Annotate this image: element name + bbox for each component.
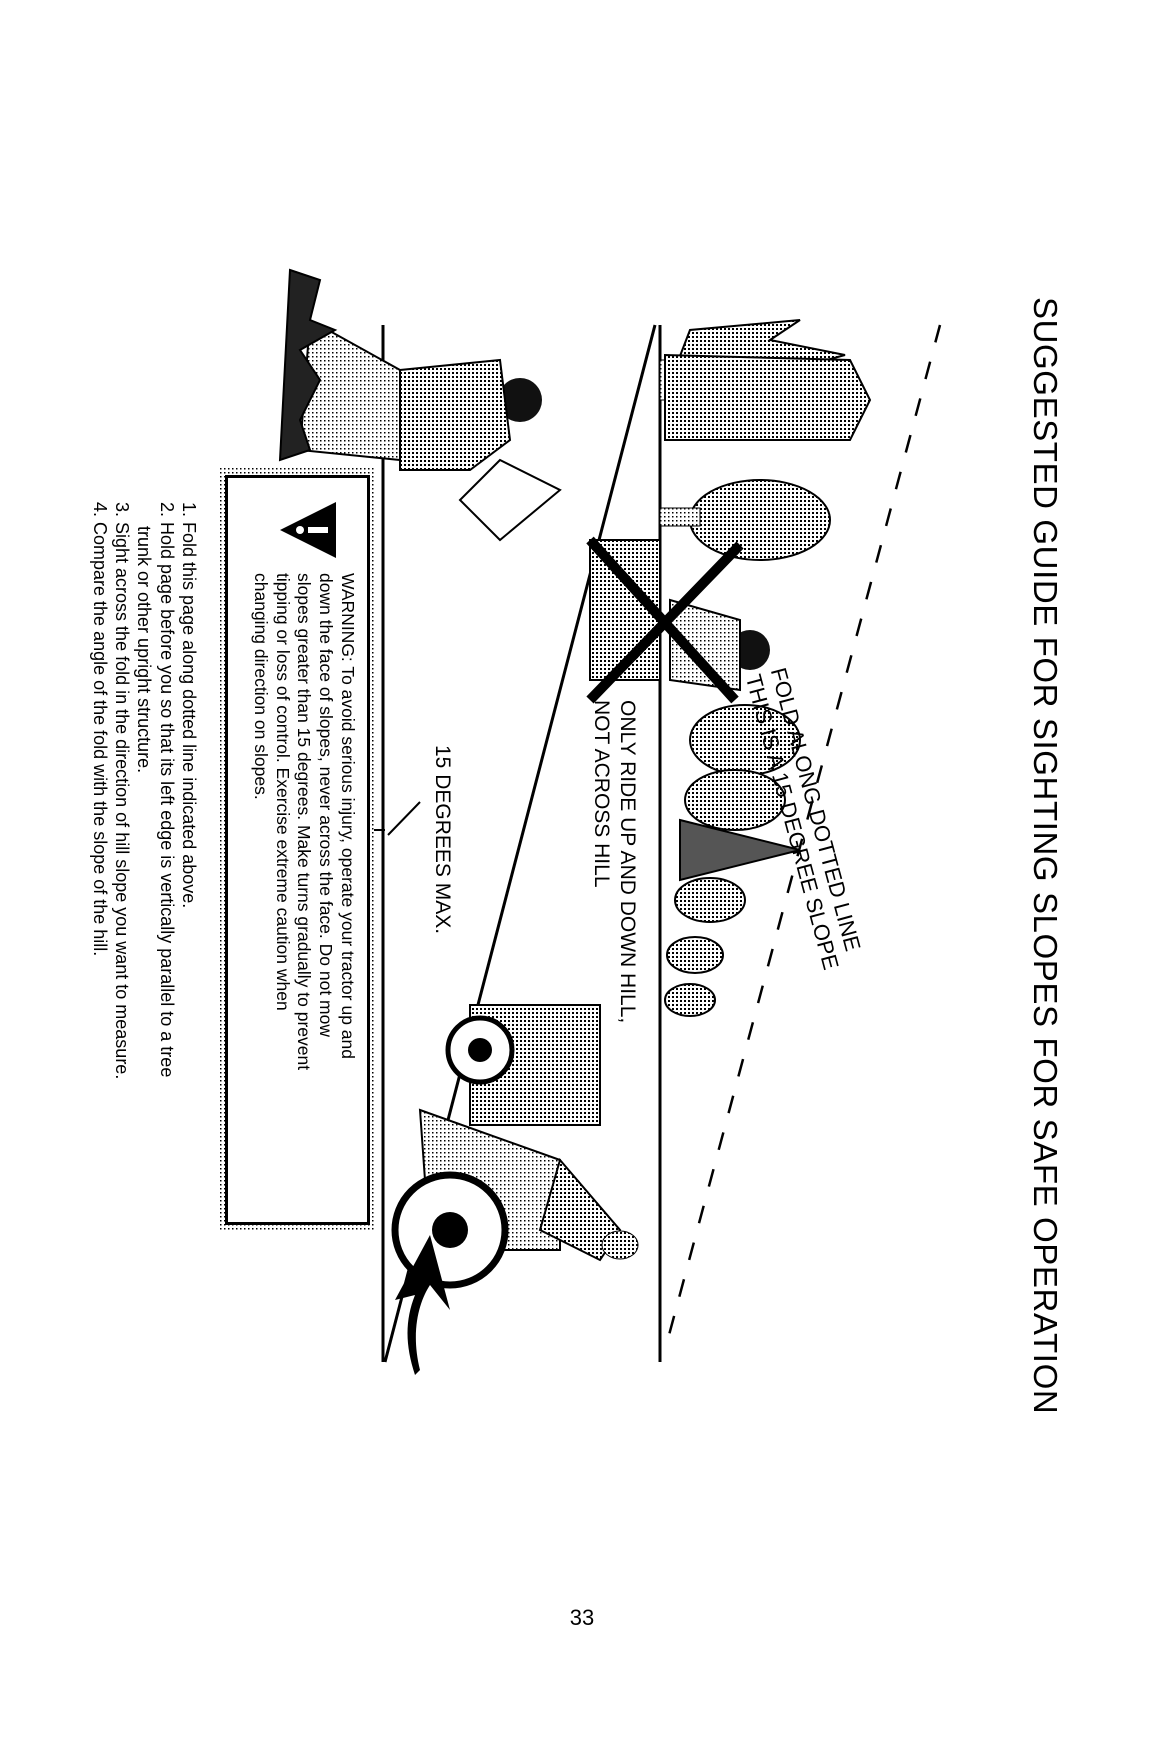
- warning-box: WARNING: To avoid serious injury, operat…: [225, 475, 370, 1225]
- instruction-item: trunk or other upright structure.: [134, 526, 155, 774]
- warning-line: tipping or loss of control. Exercise ext…: [272, 573, 293, 1011]
- grass-shrub: [278, 268, 338, 462]
- up-hill-tractor: [391, 1004, 639, 1289]
- warning-triangle-icon: [280, 502, 336, 558]
- tree-group: [659, 319, 872, 1017]
- warning-line: changing direction on slopes.: [250, 573, 271, 800]
- instruction-list: 1. Fold this page along dotted line indi…: [89, 502, 200, 1502]
- instruction-item: 3. Sight across the fold in the directio…: [112, 502, 133, 1080]
- instruction-item: 1. Fold this page along dotted line indi…: [179, 502, 199, 909]
- ride-label: ONLY RIDE UP AND DOWN HILL, NOT ACROSS H…: [588, 700, 640, 1023]
- degrees-label: 15 DEGREES MAX.: [431, 745, 454, 935]
- instruction-item: 4. Compare the angle of the fold with th…: [89, 502, 110, 957]
- warning-text: WARNING: To avoid serious injury, operat…: [228, 573, 358, 1263]
- warning-line: slopes greater than 15 degrees. Make tur…: [294, 573, 315, 1071]
- fold-dotted-line: [663, 324, 942, 1351]
- warning-line: down the face of slopes, never across th…: [316, 573, 337, 1037]
- instruction-item: 2. Hold page before you so that its left…: [156, 502, 177, 1078]
- man-sighting-figure: [298, 318, 562, 542]
- ride-label-line1: ONLY RIDE UP AND DOWN HILL,: [616, 700, 639, 1024]
- warning-line: WARNING: To avoid serious injury, operat…: [338, 573, 358, 1060]
- ride-label-line2: NOT ACROSS HILL: [590, 700, 613, 888]
- page-number: 33: [569, 1605, 595, 1630]
- direction-arrow: [395, 1235, 450, 1375]
- across-hill-tractor: [586, 536, 770, 704]
- degree-arrow: [387, 801, 421, 836]
